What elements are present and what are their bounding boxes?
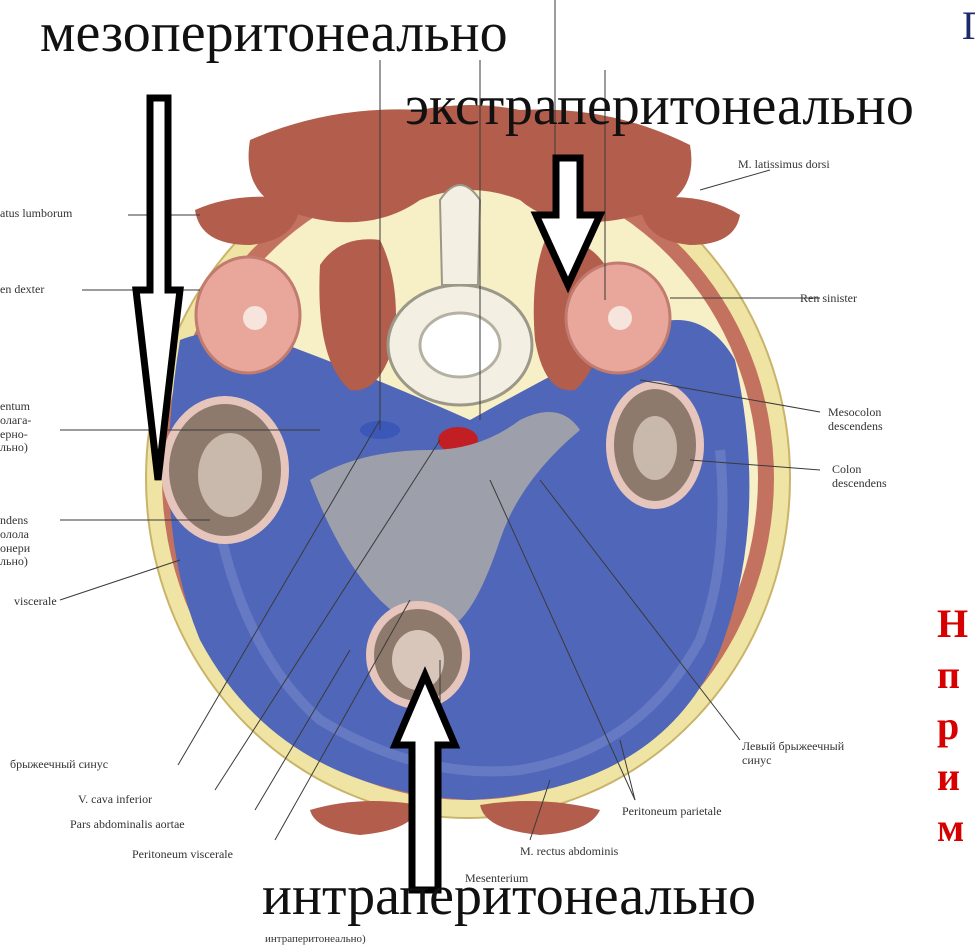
rectus-right — [310, 801, 420, 835]
label-latissimus-dorsi: M. latissimus dorsi — [738, 158, 830, 172]
label-ren-sinister: Ren sinister — [800, 292, 857, 306]
label-mesenterium: Mesenterium — [465, 872, 528, 886]
label-peritoneum-viscerale-left: viscerale — [14, 595, 57, 609]
label-ren-dexter: en dexter — [0, 283, 44, 297]
label-mesocolon-ascendens: entum олага- ерно- льно) — [0, 400, 31, 455]
rectus-left — [480, 801, 600, 835]
vertebral-canal — [420, 313, 500, 377]
colon-ascendens-lumen — [198, 433, 262, 517]
corner-letter: Г — [962, 2, 975, 49]
kidney-right-pelvis — [243, 306, 267, 330]
label-vena-cava: V. cava inferior — [78, 793, 152, 807]
red-letter: Н — [937, 598, 968, 649]
label-sinus-right: брыжеечный синус — [10, 758, 108, 772]
heading-extraperitoneal: экстраперитонеально — [405, 78, 914, 134]
heading-mesoperitoneal: мезоперитонеально — [40, 5, 508, 61]
label-peritoneum-viscerale: Peritoneum viscerale — [132, 848, 233, 862]
red-letter: м — [937, 802, 968, 853]
label-peritoneum-parietale: Peritoneum parietale — [622, 805, 722, 819]
label-sinus-left: Левый брыжеечный синус — [742, 740, 844, 768]
colon-descendens-lumen — [633, 416, 677, 480]
kidney-left-pelvis — [608, 306, 632, 330]
spinous-process — [440, 185, 480, 285]
label-mesocolon-descendens: Mesocolon descendens — [828, 406, 883, 434]
small-intestine-lumen — [392, 630, 444, 690]
label-aorta: Pars abdominalis aortae — [70, 818, 185, 832]
label-colon-descendens: Colon descendens — [832, 463, 887, 491]
red-letter: р — [937, 700, 968, 751]
label-colon-ascendens: ndens олола онери льно) — [0, 514, 30, 569]
red-letter: и — [937, 751, 968, 802]
label-intra-small: интраперитонеально) — [265, 933, 366, 946]
label-quadratus-lumborum: atus lumborum — [0, 207, 72, 221]
red-letter: п — [937, 649, 968, 700]
red-text-column: Н п р и м — [937, 598, 968, 853]
label-rectus-abdominis: M. rectus abdominis — [520, 845, 618, 859]
